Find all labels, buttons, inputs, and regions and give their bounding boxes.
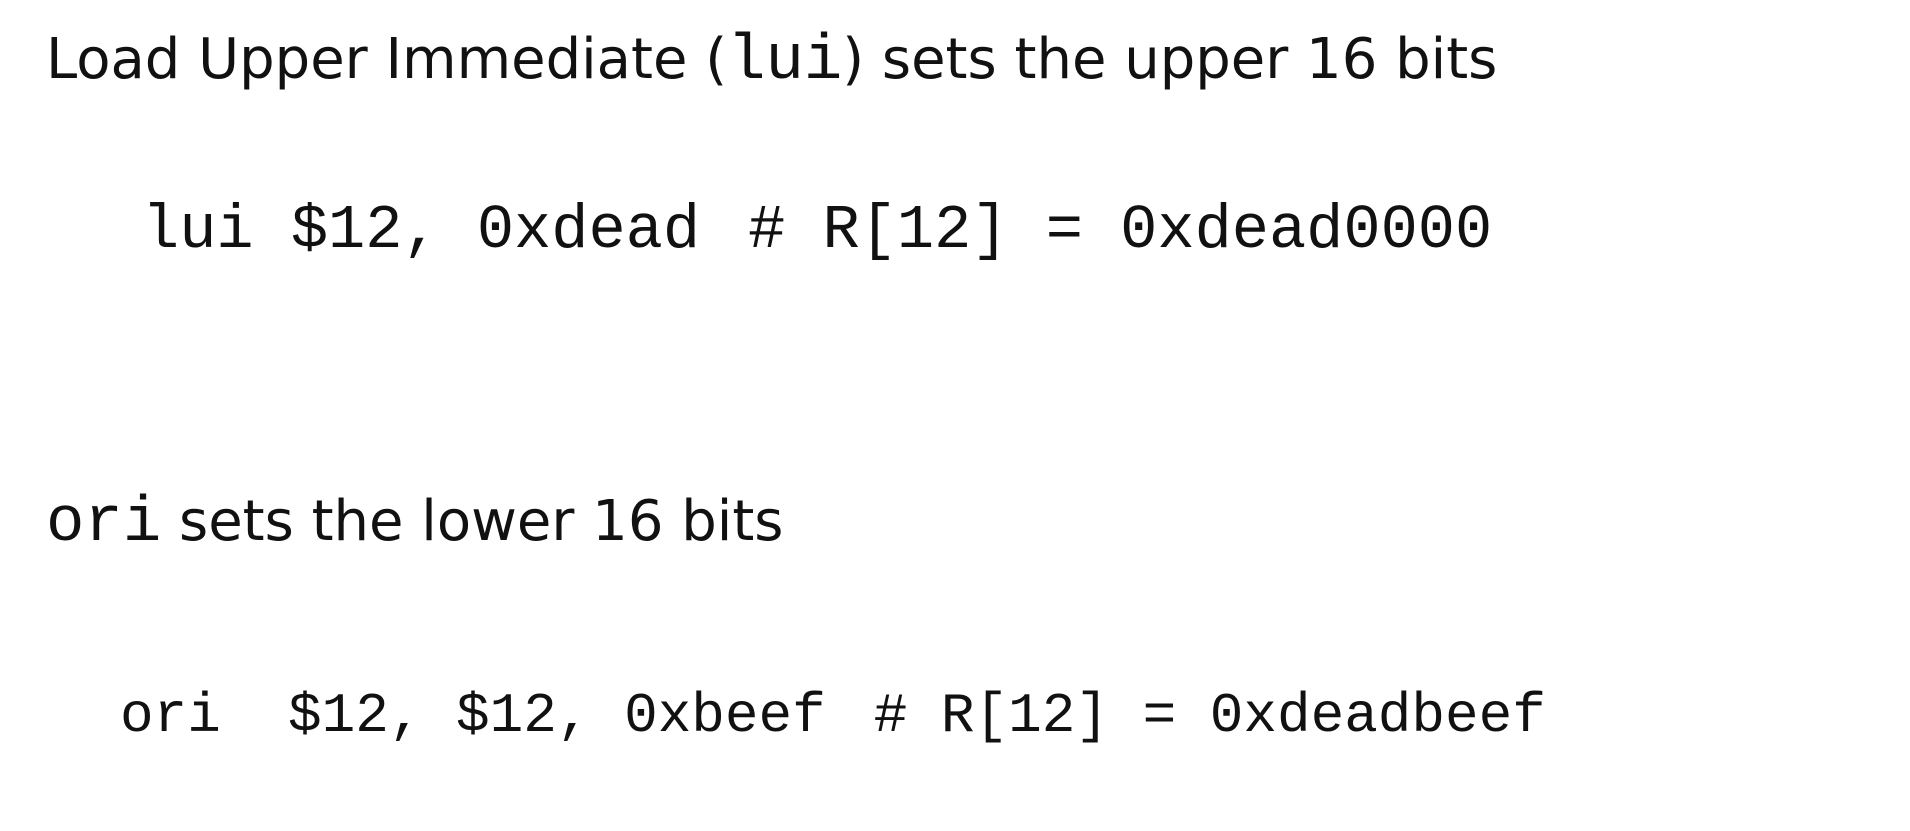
lui-instruction: lui $12, 0xdead — [142, 195, 701, 266]
ori-heading: ori sets the lower 16 bits — [46, 492, 783, 556]
lui-heading-description: ) sets the upper 16 bits — [842, 27, 1498, 92]
lui-code-line: lui $12, 0xdead# R[12] = 0xdead0000 — [142, 200, 1492, 262]
ori-instruction: ori $12, $12, 0xbeef — [120, 684, 826, 748]
lui-heading-text: Load Upper Immediate ( — [46, 27, 728, 92]
ori-heading-description: sets the lower 16 bits — [161, 489, 784, 554]
ori-code-line: ori $12, $12, 0xbeef# R[12] = 0xdeadbeef — [120, 688, 1546, 744]
lui-mnemonic: lui — [727, 26, 843, 98]
lui-comment: # R[12] = 0xdead0000 — [748, 195, 1493, 266]
ori-comment: # R[12] = 0xdeadbeef — [873, 684, 1546, 748]
ori-mnemonic: ori — [46, 488, 162, 560]
lui-heading: Load Upper Immediate (lui) sets the uppe… — [46, 30, 1497, 94]
